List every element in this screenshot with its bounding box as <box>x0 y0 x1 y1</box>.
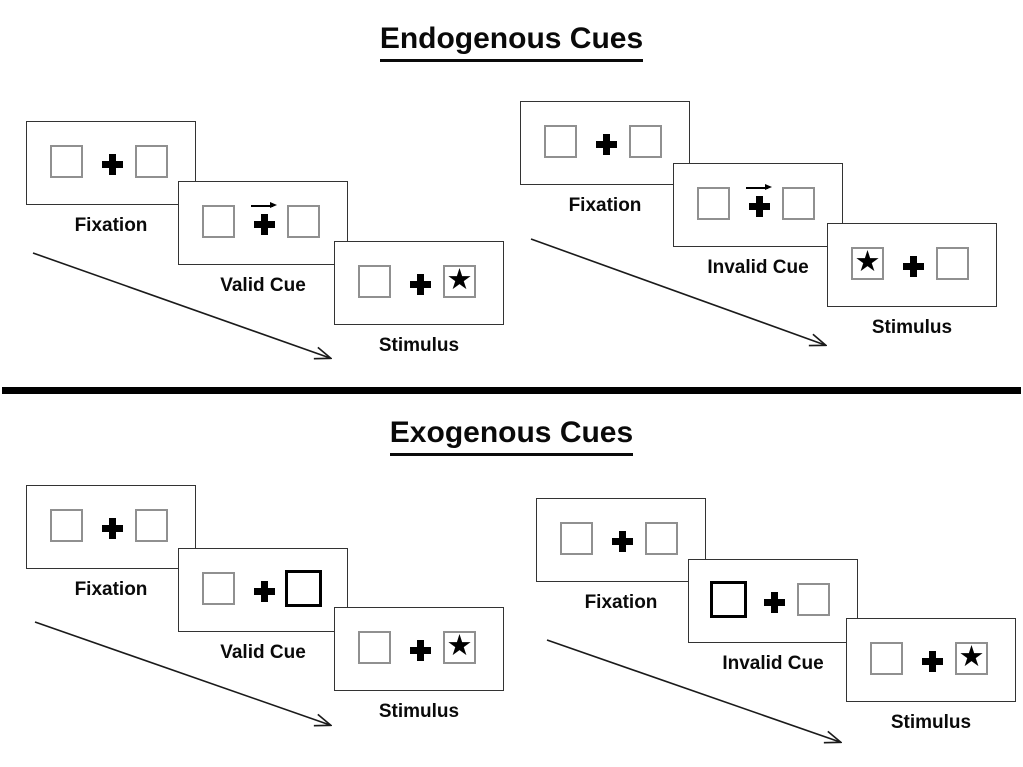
right-placeholder-box <box>135 509 168 542</box>
target-star-icon <box>546 126 575 155</box>
left-placeholder-box <box>560 522 593 555</box>
left-placeholder-box <box>358 265 391 298</box>
endogenous-valid-cue-panel <box>178 181 348 265</box>
right-placeholder-box <box>135 145 168 178</box>
target-star-icon <box>289 206 318 235</box>
exogenous-invalid-cue-panel <box>688 559 858 643</box>
left-placeholder-box <box>202 205 235 238</box>
panel-label-stimulus: Stimulus <box>890 712 972 733</box>
fixation-cross-icon <box>101 153 123 175</box>
right-placeholder-box: ★ <box>955 642 988 675</box>
highlighted-cue-box <box>710 581 747 618</box>
right-placeholder-box: ★ <box>443 631 476 664</box>
target-star-icon <box>631 126 660 155</box>
exogenous-valid-cue-panel <box>178 548 348 632</box>
fixation-cross-icon <box>921 650 943 672</box>
endogenous-invalid-fixation-panel <box>520 101 690 185</box>
target-star-icon <box>360 266 389 295</box>
left-placeholder-box <box>870 642 903 675</box>
target-star-icon <box>699 188 728 217</box>
target-star-icon <box>562 523 591 552</box>
panel-label-stimulus: Stimulus <box>378 335 460 356</box>
left-placeholder-box <box>50 145 83 178</box>
panel-label-fixation: Fixation <box>568 195 642 216</box>
target-star-icon <box>713 583 744 614</box>
target-star-icon <box>647 523 676 552</box>
endogenous-valid-stimulus-panel: ★ <box>334 241 504 325</box>
target-star-icon <box>938 248 967 277</box>
left-placeholder-box: ★ <box>851 247 884 280</box>
right-placeholder-box: ★ <box>443 265 476 298</box>
section-divider <box>2 387 1021 394</box>
target-star-icon <box>784 188 813 217</box>
fixation-cross-icon <box>253 214 275 235</box>
target-star-icon <box>799 584 828 613</box>
panel-label-valid-cue: Valid Cue <box>220 642 306 663</box>
target-star-icon: ★ <box>446 264 473 296</box>
target-star-icon <box>872 643 901 672</box>
right-placeholder-box <box>629 125 662 158</box>
panel-label-valid-cue: Valid Cue <box>220 275 306 296</box>
panel-label-fixation: Fixation <box>584 592 658 613</box>
panel-label-fixation: Fixation <box>74 215 148 236</box>
target-star-icon: ★ <box>854 246 881 278</box>
endogenous-valid-fixation-panel <box>26 121 196 205</box>
timeline-arrow-exogenous-valid <box>34 621 330 725</box>
exogenous-section-title: Exogenous Cues <box>0 416 1023 456</box>
target-star-icon <box>137 510 166 539</box>
left-placeholder-box <box>544 125 577 158</box>
fixation-cross-icon <box>595 133 617 155</box>
panel-label-invalid-cue: Invalid Cue <box>722 653 824 674</box>
left-placeholder-box <box>50 509 83 542</box>
right-placeholder-box <box>782 187 815 220</box>
target-star-icon <box>137 146 166 175</box>
right-placeholder-box <box>936 247 969 280</box>
target-star-icon <box>360 632 389 661</box>
left-placeholder-box <box>202 572 235 605</box>
timeline-arrow-endogenous-valid <box>32 252 330 358</box>
exogenous-invalid-fixation-panel <box>536 498 706 582</box>
endogenous-invalid-cue-panel <box>673 163 843 247</box>
fixation-cross-icon <box>409 273 431 295</box>
left-placeholder-box <box>697 187 730 220</box>
target-star-icon <box>288 572 319 603</box>
exogenous-valid-stimulus-panel: ★ <box>334 607 504 691</box>
endogenous-section-title: Endogenous Cues <box>0 22 1023 62</box>
endogenous-invalid-stimulus-panel: ★ <box>827 223 997 307</box>
fixation-cross-icon <box>409 639 431 661</box>
fixation-cross-icon <box>902 255 924 277</box>
target-star-icon <box>52 146 81 175</box>
cue-arrow-icon <box>746 183 772 192</box>
target-star-icon: ★ <box>958 641 985 673</box>
timeline-arrow-endogenous-invalid <box>530 238 825 345</box>
panel-label-stimulus: Stimulus <box>871 317 953 338</box>
fixation-cross-icon <box>101 517 123 539</box>
fixation-cross-icon <box>253 580 275 602</box>
exogenous-valid-fixation-panel <box>26 485 196 569</box>
target-star-icon <box>204 573 233 602</box>
highlighted-cue-box <box>285 570 322 607</box>
panel-label-fixation: Fixation <box>74 579 148 600</box>
target-star-icon <box>204 206 233 235</box>
target-star-icon: ★ <box>446 630 473 662</box>
exogenous-invalid-stimulus-panel: ★ <box>846 618 1016 702</box>
right-placeholder-box <box>287 205 320 238</box>
right-placeholder-box <box>645 522 678 555</box>
panel-label-invalid-cue: Invalid Cue <box>707 257 809 278</box>
panel-label-stimulus: Stimulus <box>378 701 460 722</box>
left-placeholder-box <box>358 631 391 664</box>
fixation-cross-icon <box>763 591 785 613</box>
fixation-cross-icon <box>611 530 633 552</box>
target-star-icon <box>52 510 81 539</box>
right-placeholder-box <box>797 583 830 616</box>
cue-arrow-icon <box>251 201 277 210</box>
fixation-cross-icon <box>748 196 770 217</box>
